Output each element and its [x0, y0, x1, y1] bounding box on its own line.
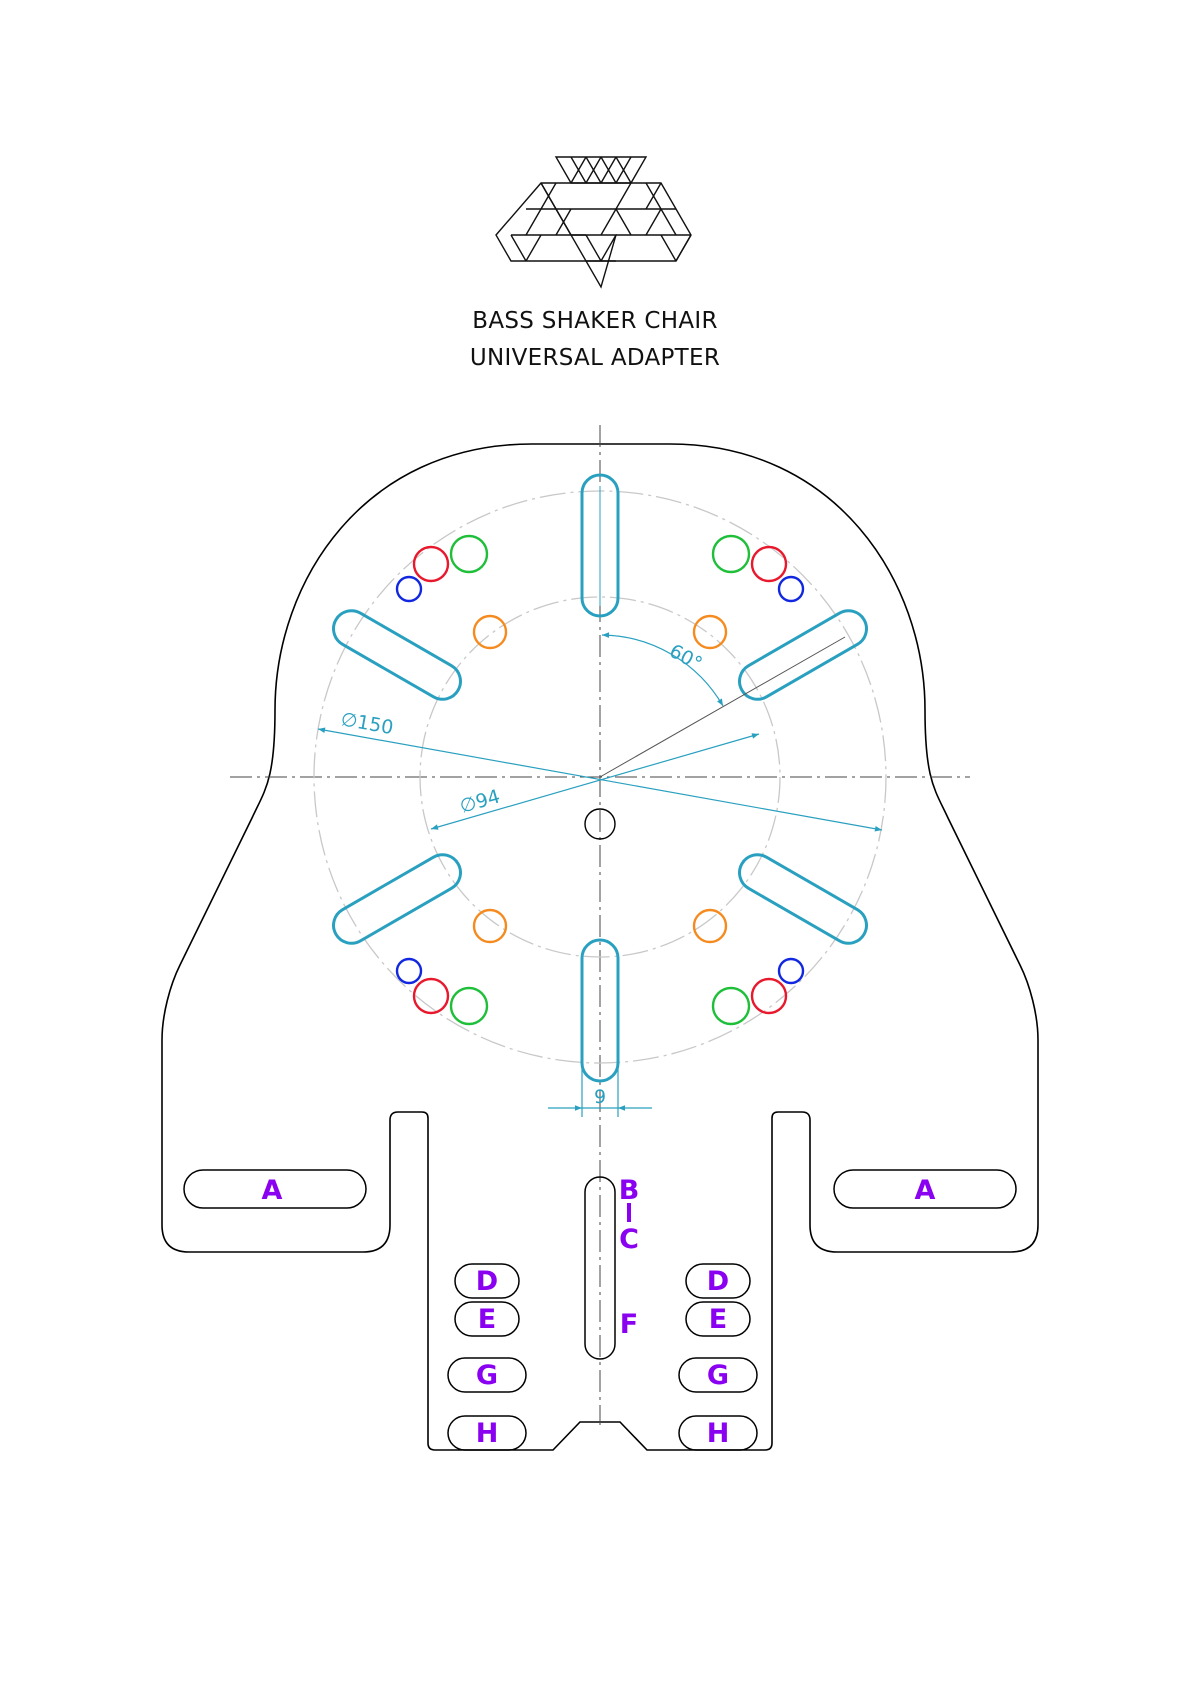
orange-hole — [472, 614, 508, 650]
red-hole — [750, 545, 788, 583]
label-d-left: D — [476, 1266, 498, 1297]
lower-mount-slots — [183, 1169, 1017, 1451]
slot-d-left — [454, 1263, 520, 1299]
label-e-left: E — [478, 1304, 496, 1335]
slot-lower-left — [332, 853, 462, 945]
slot-a-left — [183, 1169, 367, 1209]
title-line-2: UNIVERSAL ADAPTER — [469, 345, 721, 371]
slot-d-right — [685, 1263, 751, 1299]
slot-h-right — [678, 1415, 758, 1451]
slot-g-right — [678, 1357, 758, 1393]
radial-slots — [332, 473, 868, 1083]
blue-hole — [395, 575, 423, 603]
slot-a-right — [833, 1169, 1017, 1209]
slot-upper-left — [332, 609, 462, 701]
slot-lower-right — [738, 853, 868, 945]
diameter-94-dim-line — [430, 733, 760, 830]
label-a-right: A — [915, 1175, 936, 1206]
angle-60-arc — [601, 632, 724, 707]
green-hole — [449, 986, 489, 1026]
slot-upper-right — [738, 609, 868, 701]
diameter-94-label: ∅94 — [457, 785, 502, 817]
red-hole — [750, 977, 788, 1015]
label-e-right: E — [709, 1304, 727, 1335]
slot-center-vertical — [584, 1176, 616, 1360]
label-d-right: D — [707, 1266, 729, 1297]
orange-hole — [692, 908, 728, 944]
slot-g-left — [447, 1357, 527, 1393]
green-hole — [711, 534, 751, 574]
slot-width-label: 9 — [594, 1086, 606, 1108]
triangle-lattice-logo-icon — [495, 156, 692, 289]
label-a-left: A — [262, 1175, 283, 1206]
mount-letter-labels: A A B C F D E D E G G H H — [262, 1175, 936, 1449]
green-hole — [449, 534, 489, 574]
label-c: C — [619, 1224, 639, 1255]
adapter-outline — [161, 443, 1039, 1451]
slot-bottom — [580, 938, 620, 1083]
slot-e-left — [454, 1301, 520, 1337]
red-hole — [412, 977, 450, 1015]
orange-hole — [472, 908, 508, 944]
blue-hole — [777, 575, 805, 603]
green-hole — [711, 986, 751, 1026]
label-h-right: H — [707, 1418, 730, 1449]
dimension-annotations: 60° ∅150 ∅94 9 — [317, 632, 883, 1117]
label-h-left: H — [476, 1418, 499, 1449]
blue-hole — [777, 957, 805, 985]
label-f: F — [620, 1309, 638, 1340]
label-g-right: G — [707, 1360, 729, 1391]
red-hole — [412, 545, 450, 583]
title-line-1: BASS SHAKER CHAIR — [472, 308, 718, 334]
blue-hole — [395, 957, 423, 985]
angle-ref-line — [599, 636, 846, 778]
label-b: B — [619, 1175, 640, 1206]
slot-e-right — [685, 1301, 751, 1337]
slot-top — [580, 473, 620, 618]
orange-hole — [692, 614, 728, 650]
label-g-left: G — [476, 1360, 498, 1391]
slot-h-left — [447, 1415, 527, 1451]
